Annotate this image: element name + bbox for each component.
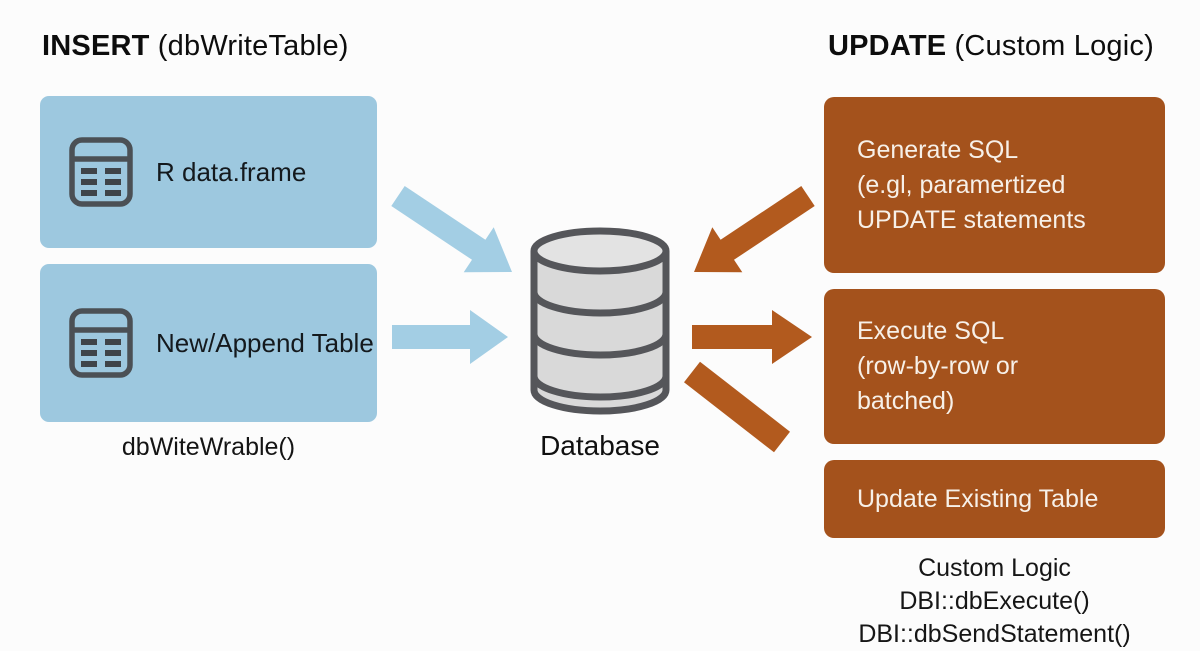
insert-box-new-append-label: New/Append Table	[156, 327, 374, 358]
update-caption-custom-logic: Custom Logic	[918, 554, 1071, 582]
diagram-canvas: INSERT (dbWriteTable) UPDATE (Custom Log…	[40, 30, 1165, 648]
generate-sql-line-3: UPDATE statements	[857, 205, 1086, 234]
generate-sql-line-2: (e.gl, paramertized	[857, 170, 1066, 199]
generate-sql-line-1: Generate SQL	[857, 135, 1019, 164]
insert-heading-rest: (dbWriteTable)	[149, 30, 349, 62]
update-heading-bold: UPDATE	[828, 30, 947, 62]
update-arrow-horizontal	[692, 310, 812, 364]
update-caption-dbexecute: DBI::dbExecute()	[899, 587, 1090, 615]
execute-sql-line-1: Execute SQL	[857, 317, 1005, 345]
insert-box-dataframe-label: R data.frame	[156, 156, 307, 187]
table-icon	[69, 308, 133, 378]
insert-box-new-append: New/Append Table	[40, 264, 377, 422]
insert-heading: INSERT (dbWriteTable)	[42, 30, 349, 63]
table-icon	[69, 137, 133, 207]
update-caption-dbsendstatement: DBI::dbSendStatement()	[858, 620, 1131, 648]
database-cylinder-icon	[527, 226, 673, 418]
update-existing-line-1: Update Existing Table	[857, 484, 1099, 513]
database-label: Database	[540, 430, 660, 461]
execute-sql-line-3: batched)	[857, 387, 955, 415]
insert-arrow-horizontal	[392, 310, 508, 364]
insert-heading-bold: INSERT	[42, 30, 150, 62]
insert-arrow-diagonal	[391, 186, 512, 273]
update-box-generate-sql: Generate SQL (e.gl, paramertized UPDATE …	[824, 97, 1165, 273]
update-box-update-existing: Update Existing Table	[824, 460, 1165, 538]
update-heading: UPDATE (Custom Logic)	[828, 30, 1154, 63]
update-arrow-diagonal-in	[694, 186, 815, 273]
insert-caption: dbWiteWrable()	[121, 433, 296, 461]
update-box-execute-sql: Execute SQL (row-by-row or batched)	[824, 289, 1165, 444]
execute-sql-line-2: (row-by-row or	[857, 352, 1019, 380]
update-heading-rest: (Custom Logic)	[946, 30, 1154, 62]
insert-box-dataframe: R data.frame	[40, 96, 377, 248]
